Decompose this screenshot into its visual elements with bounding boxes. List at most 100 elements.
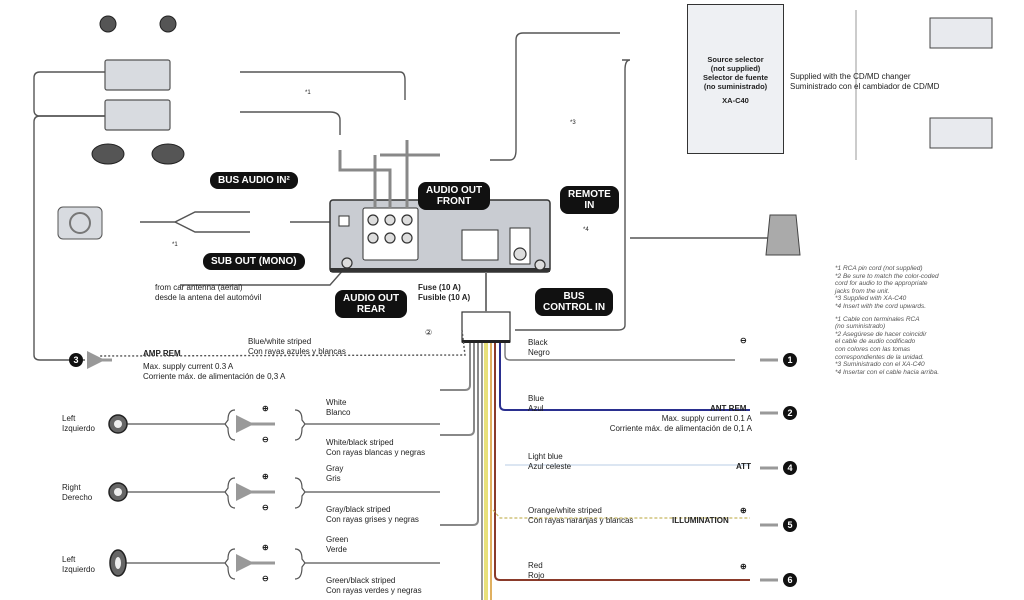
cd-changer-2-icon	[929, 117, 993, 149]
amp-rem-line	[33, 115, 105, 361]
oval-speaker-right-icon	[151, 143, 185, 165]
l1: Green/black striped	[326, 576, 396, 585]
note-en: Supplied with the CD/MD changer	[790, 72, 911, 81]
l2: Con rayas naranjas y blancas	[528, 516, 634, 525]
l2: IN	[584, 200, 595, 211]
l1: Red	[528, 561, 543, 570]
harness-connector	[461, 311, 511, 343]
antenna-line	[180, 267, 346, 286]
callout-bus-audio-in: BUS AUDIO IN²	[210, 172, 298, 189]
footnote: (no suministrado)	[835, 323, 886, 331]
l1: Blue	[528, 394, 545, 403]
footnote: *1 Cable con terminales RCA	[835, 315, 920, 323]
l2: Izquierdo	[62, 565, 95, 574]
amplifier-1-icon	[104, 59, 171, 91]
plus-icon: ⊕	[262, 543, 269, 552]
l1: White/black striped	[326, 438, 394, 447]
remote-sensor-icon	[765, 214, 801, 256]
minus-icon: ⊖	[740, 336, 747, 345]
wire-number-3: 3	[69, 353, 83, 367]
footnote: jacks from the unit.	[835, 287, 890, 295]
footnote: *3 Suministrado con el XA-C40	[835, 361, 925, 369]
footnote: *1 RCA pin cord (not supplied)	[835, 265, 923, 272]
footnote: el cable de audio codificado	[835, 338, 916, 346]
minus-icon: ⊖	[262, 435, 269, 444]
selector-line: Selector de fuente	[702, 73, 769, 82]
l2: Negro	[528, 348, 550, 357]
footnote: *3 Supplied with XA-C40	[835, 295, 907, 303]
l1: Black	[528, 338, 548, 347]
l2: Derecho	[62, 493, 93, 502]
plus-icon: ⊕	[262, 472, 269, 481]
tweeter-right-icon	[159, 15, 177, 33]
l1: from car antenna (aerial)	[155, 283, 243, 292]
footnote-mark: *1	[172, 242, 178, 248]
oval-speaker-left-icon	[91, 143, 125, 165]
l2: Izquierdo	[62, 424, 95, 433]
amp-rem-label: AMP REM	[143, 349, 181, 358]
bus-control-line	[515, 59, 631, 331]
wire-number-5: 5	[783, 518, 797, 532]
illumination-label: ILLUMINATION	[672, 516, 729, 525]
footnote-mark: *4	[583, 227, 589, 233]
l1: Gray/black striped	[326, 505, 391, 514]
l1: Left	[62, 414, 76, 423]
changer-line	[490, 32, 620, 161]
footnote: *4 Insertar con el cable hacia arriba.	[835, 368, 940, 376]
l2: Con rayas azules y blancas	[248, 347, 346, 356]
plus-icon: ⊕	[740, 562, 747, 571]
l2: CONTROL IN	[543, 302, 606, 313]
l1: REMOTE	[568, 189, 611, 200]
l1: Light blue	[528, 452, 563, 461]
selector-model: XA-C40	[722, 96, 749, 105]
footnote: con colores con las tomas	[835, 345, 911, 353]
callout-sub-out: SUB OUT (MONO)	[203, 253, 305, 270]
l1: Fuse (10 A)	[418, 283, 461, 292]
amp-bus-line	[33, 71, 105, 117]
l2: REAR	[356, 304, 386, 315]
l2: FRONT	[436, 196, 472, 207]
selector-line: (not supplied)	[710, 64, 761, 73]
tweeter-left-icon	[99, 15, 117, 33]
footnote: *2 Be sure to match the color-coded	[835, 272, 939, 280]
l2: desde la antena del automóvil	[155, 293, 262, 302]
l1: White	[326, 398, 347, 407]
sub-line-b	[174, 221, 250, 233]
wire-number-2: 2	[783, 406, 797, 420]
wire-number-4: 4	[783, 461, 797, 475]
selector-line: (no suministrado)	[703, 82, 768, 91]
l1: Max. supply current 0.3 A	[143, 362, 234, 371]
footnote: cord for audio to the appropriate	[835, 280, 928, 288]
l1: Left	[62, 555, 76, 564]
cd-changer-1-icon	[929, 17, 993, 49]
selector-line: Source selector	[707, 55, 764, 64]
wire-number-1: 1	[783, 353, 797, 367]
cd-changer-note: Supplied with the CD/MD changer Suminist…	[790, 72, 939, 92]
footnote-mark: *3	[570, 120, 576, 126]
footnotes: *1 RCA pin cord (not supplied) *2 Be sur…	[835, 265, 939, 376]
l2: Corriente máx. de alimentación de 0,1 A	[609, 424, 752, 433]
antenna-note: from car antenna (aerial)desde la antena…	[155, 283, 261, 303]
footnote: correspondientes de la unidad.	[835, 353, 924, 361]
l1: Max. supply current 0.1 A	[661, 414, 752, 423]
l2: Con rayas verdes y negras	[326, 586, 422, 595]
footnote: *2 Asegúrese de hacer coincidir	[835, 330, 927, 338]
ant-rem-label: ANT REM	[710, 404, 747, 413]
rca-line-1	[240, 71, 406, 100]
plus-icon: ⊕	[262, 404, 269, 413]
rca-line-2	[240, 111, 341, 135]
